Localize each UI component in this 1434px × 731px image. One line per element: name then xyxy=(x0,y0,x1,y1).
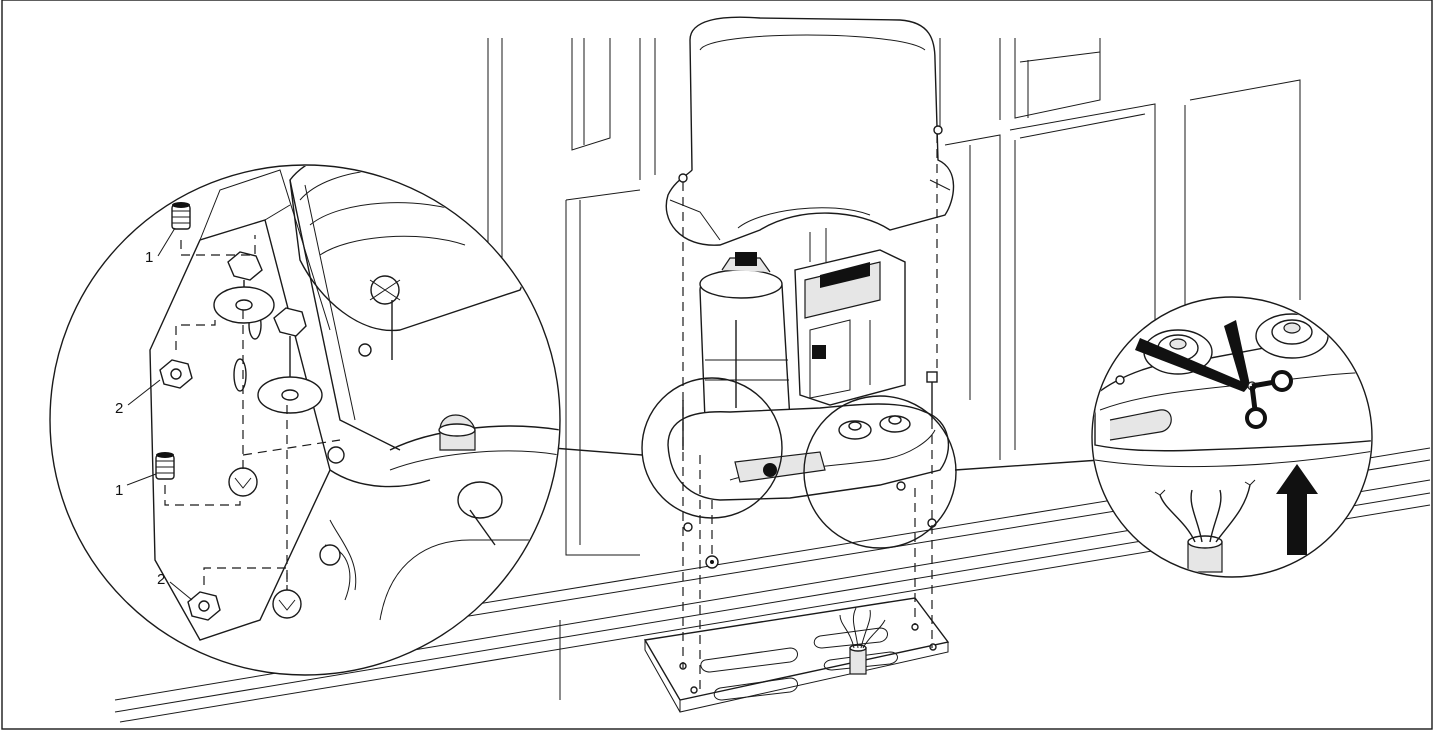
motor-cover xyxy=(665,16,955,246)
callout-labels: 1 2 1 2 xyxy=(115,227,193,601)
leader-line-right xyxy=(954,459,1101,471)
arrow-up-icon xyxy=(1276,464,1318,555)
detail-marker-left xyxy=(641,377,783,519)
label-2-bottom: 2 xyxy=(157,571,165,588)
alignment-dash-lines xyxy=(682,134,938,690)
label-2-top: 2 xyxy=(115,400,123,417)
label-1-top: 1 xyxy=(145,249,153,266)
left-detail-zoom xyxy=(49,164,561,676)
label-1-bottom: 1 xyxy=(115,482,123,499)
foundation-plate xyxy=(643,597,950,713)
detail-marker-right xyxy=(803,395,957,549)
gear-motor-unit xyxy=(667,249,950,569)
scissors-icon xyxy=(1135,320,1293,429)
